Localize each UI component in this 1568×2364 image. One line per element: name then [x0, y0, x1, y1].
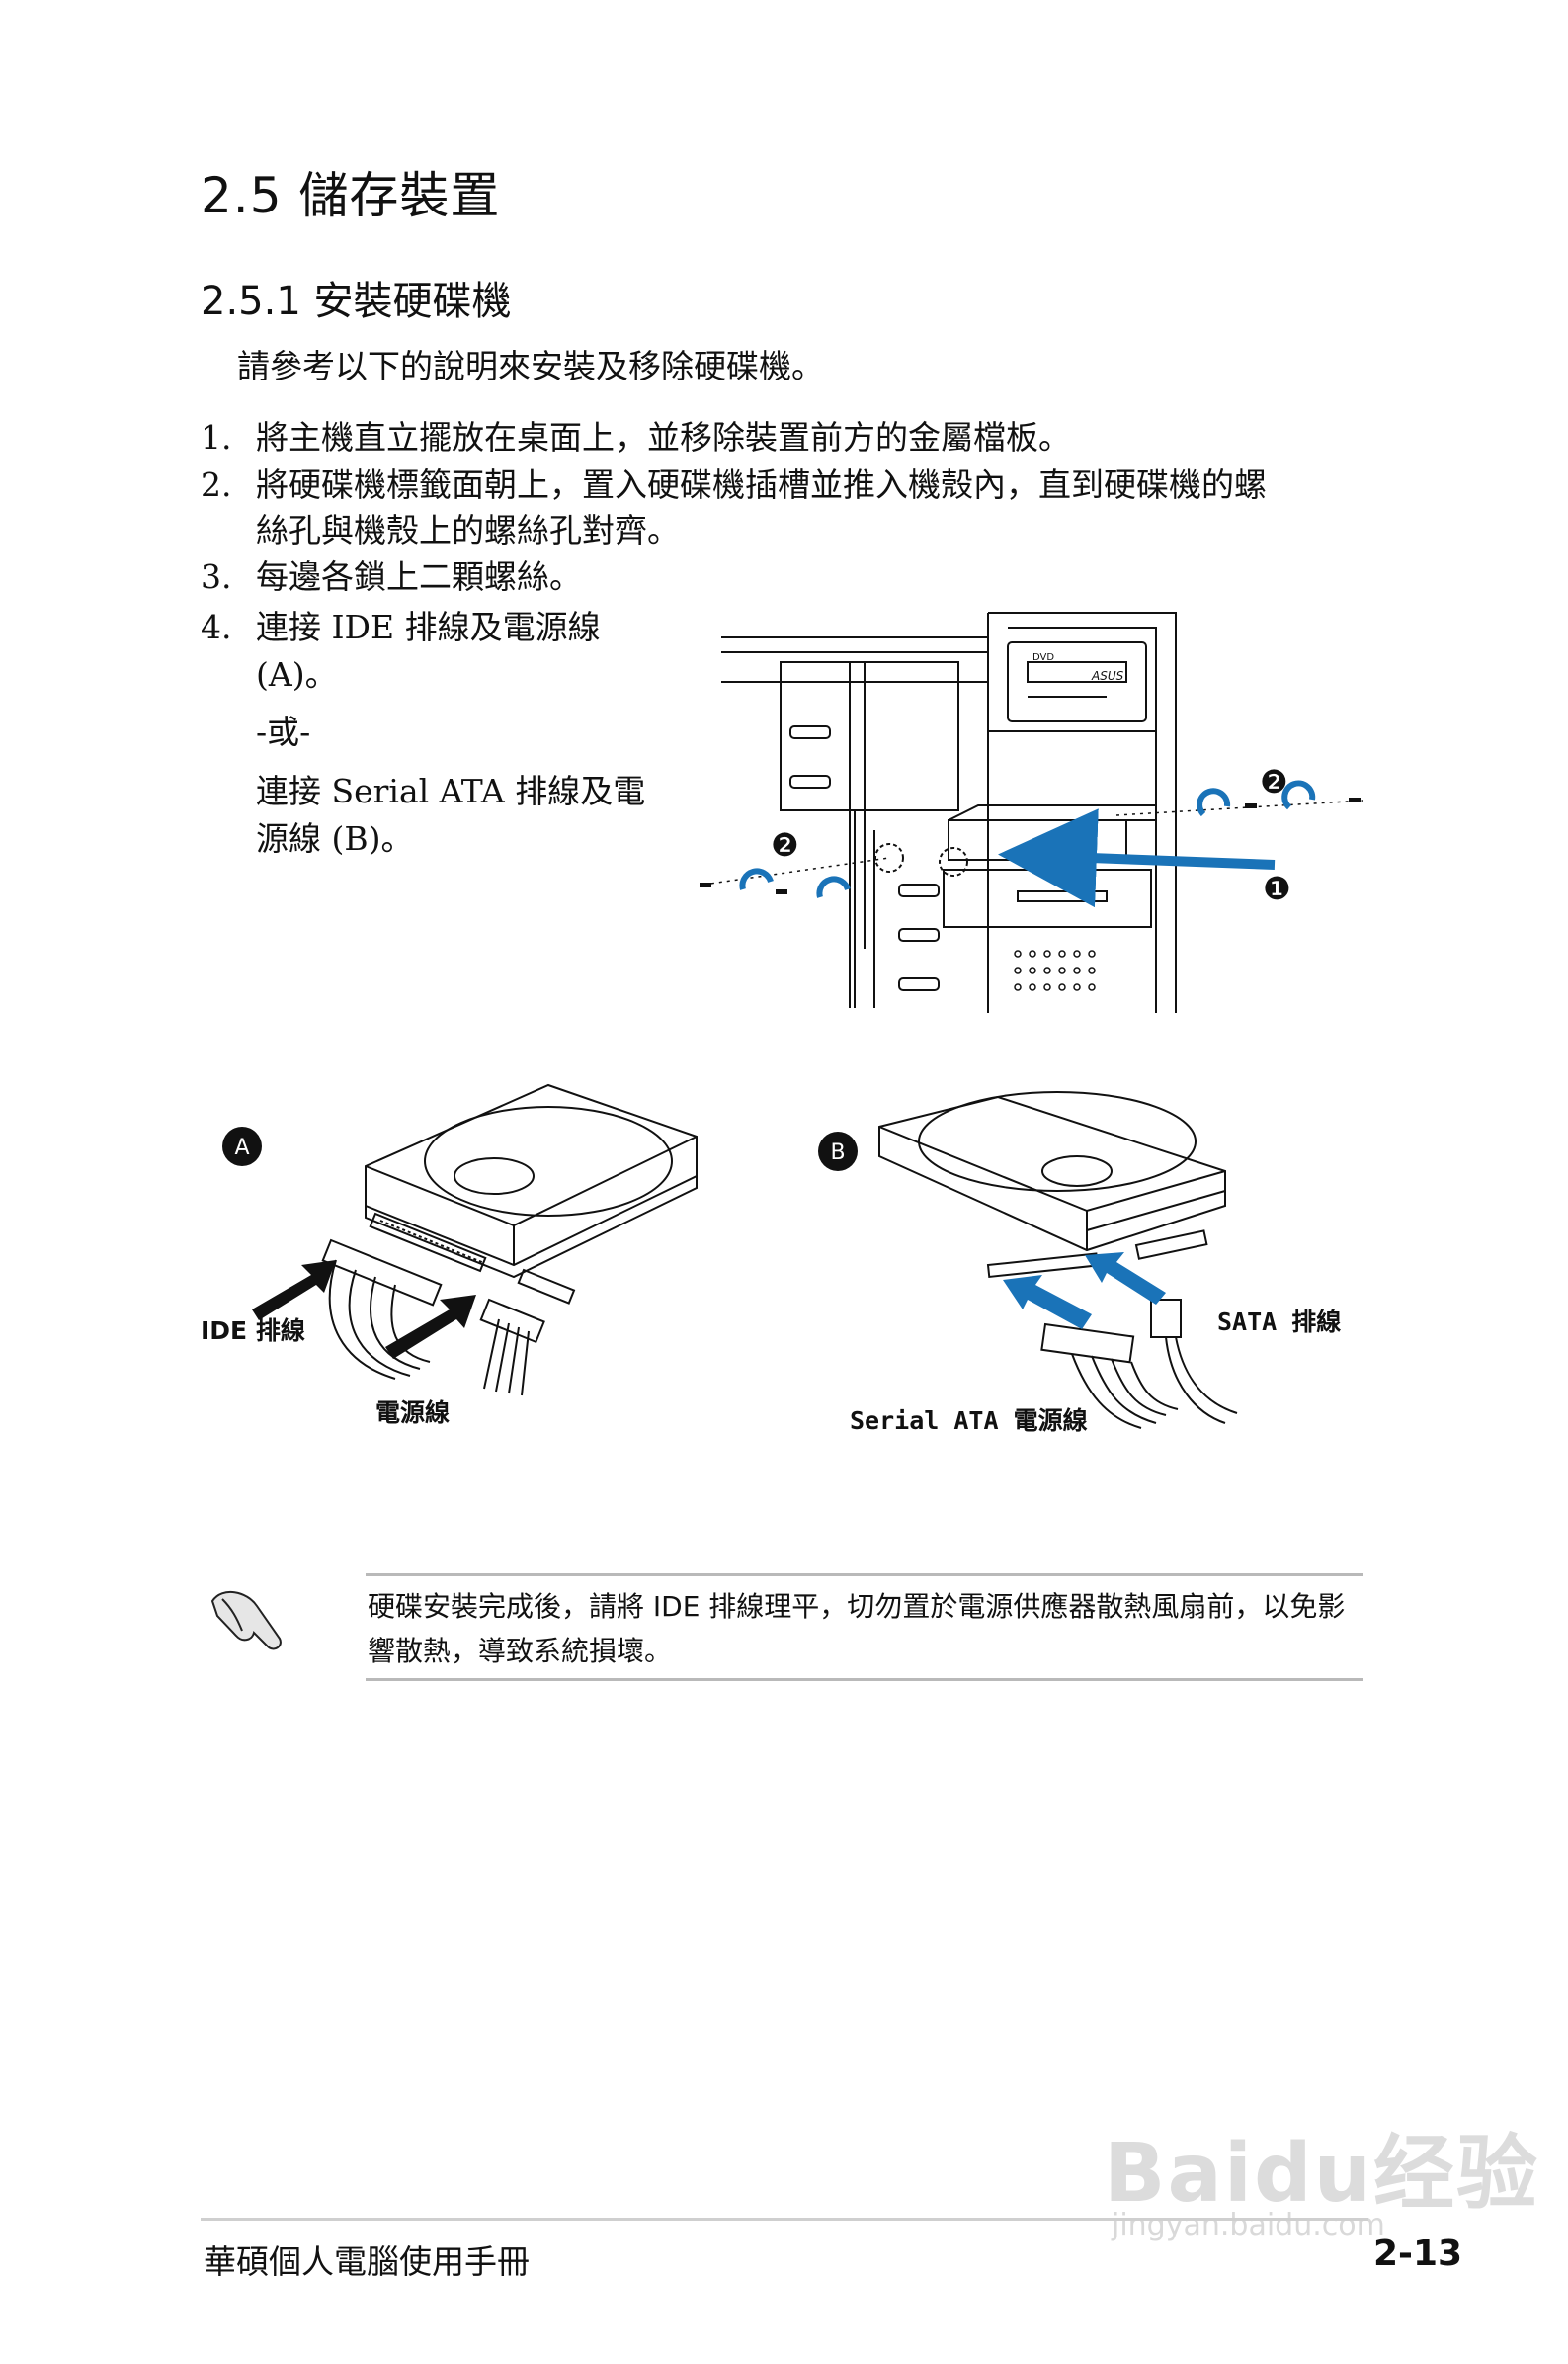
callout-1: ❶ — [1263, 870, 1291, 907]
case-drive-installation-diagram: ❶ ❷ ❷ ASUS DVD — [700, 612, 1364, 1013]
page-number: 2-13 — [1373, 2234, 1463, 2274]
note-rule-top — [366, 1573, 1363, 1576]
step-number: 3. — [201, 557, 232, 596]
watermark-url: jingyan.baidu.com — [1112, 2208, 1385, 2242]
label-sata-power-cable: Serial ATA 電源線 — [850, 1406, 1088, 1435]
sata-connection-diagram: B — [818, 1091, 1238, 1429]
dvd-badge: DVD — [1032, 652, 1054, 663]
step-2-cont: 絲孔與機殼上的螺絲孔對齊。 — [256, 511, 680, 549]
note-text: 硬碟安裝完成後，請將 IDE 排線理平，切勿置於電源供應器散熱風扇前，以免影響散… — [368, 1590, 1346, 1667]
footer-title: 華碩個人電腦使用手冊 — [204, 2242, 530, 2281]
hand-note-icon — [210, 1591, 282, 1650]
step-3: 3. 每邊各鎖上二顆螺絲。 — [201, 554, 582, 600]
subsection-title: 2.5.1 安裝硬碟機 — [201, 279, 512, 324]
step-text: 將主機直立擺放在桌面上，並移除裝置前方的金屬檔板。 — [256, 418, 1071, 457]
step-number: 2. — [201, 465, 232, 504]
callout-2-left: ❷ — [771, 826, 799, 864]
step-4-or: -或- — [256, 713, 311, 751]
step-1: 1. 將主機直立擺放在桌面上，並移除裝置前方的金屬檔板。 — [201, 415, 1071, 461]
ide-connection-diagram: A — [222, 1083, 698, 1396]
step-number: 4. — [201, 608, 232, 646]
step-4: 4. 連接 IDE 排線及電源線 — [201, 605, 601, 650]
callout-2-right: ❷ — [1260, 763, 1288, 801]
note-rule-bottom — [366, 1678, 1363, 1681]
step-text: 將硬碟機標籤面朝上，置入硬碟機插槽並推入機殼內，直到硬碟機的螺 — [256, 465, 1267, 504]
step-number: 1. — [201, 418, 232, 457]
intro-paragraph: 請參考以下的說明來安裝及移除硬碟機。 — [237, 347, 824, 385]
baidu-watermark: Baidu经验 jingyan.baidu.com — [1102, 2105, 1537, 2263]
section-title: 2.5 儲存裝置 — [201, 167, 501, 224]
step-4-line-2: (A)。 — [256, 655, 338, 694]
label-ide-cable: IDE 排線 — [201, 1316, 305, 1345]
step-4-line-5: 源線 (B)。 — [256, 819, 414, 858]
label-power-cable: 電源線 — [375, 1398, 451, 1427]
step-4-line-4: 連接 Serial ATA 排線及電 — [256, 772, 646, 810]
label-sata-cable: SATA 排線 — [1217, 1308, 1342, 1336]
watermark-main: Baidu经验 — [1104, 2127, 1540, 2221]
marker-a: A — [234, 1136, 249, 1160]
footer-rule — [201, 2218, 1368, 2221]
drive-brand-logo: ASUS — [1091, 669, 1124, 683]
step-2: 2. 將硬碟機標籤面朝上，置入硬碟機插槽並推入機殼內，直到硬碟機的螺 — [201, 463, 1267, 508]
step-text: 連接 IDE 排線及電源線 — [256, 608, 601, 646]
step-text: 每邊各鎖上二顆螺絲。 — [256, 557, 582, 596]
marker-b: B — [830, 1140, 845, 1165]
